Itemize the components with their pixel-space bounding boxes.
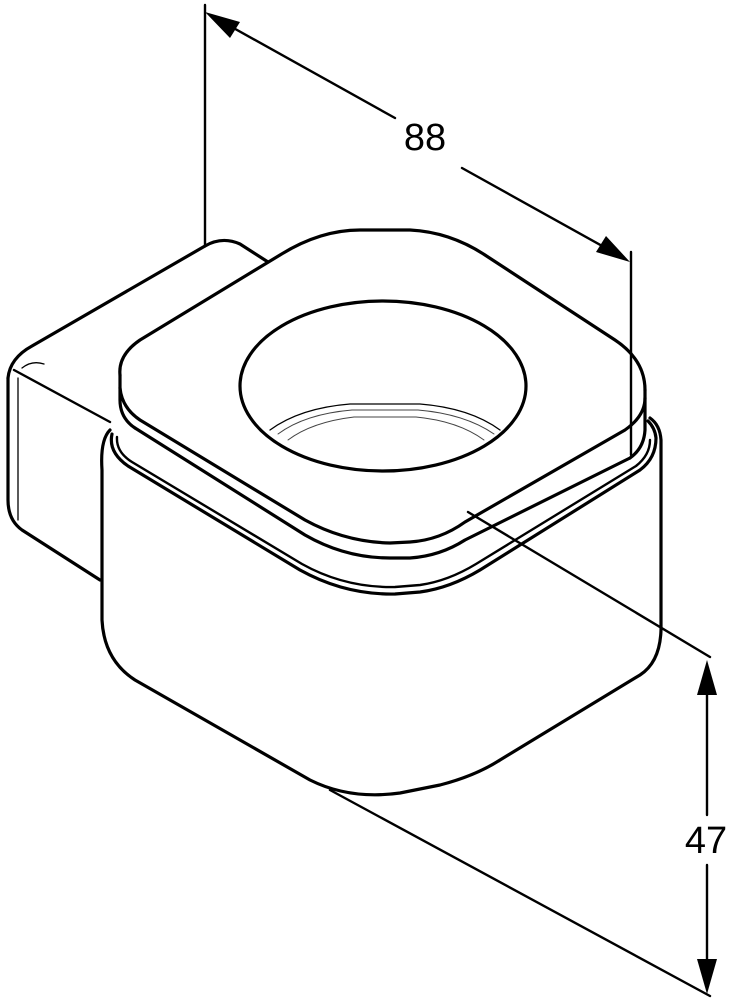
width-dimension-line-lower	[460, 166, 624, 259]
wall-bracket	[6, 238, 270, 582]
width-dimension-line-upper	[210, 14, 397, 120]
height-arrow-top	[697, 660, 717, 695]
cup-opening	[238, 299, 528, 473]
height-extension-line-bottom	[328, 788, 712, 998]
holder-body	[100, 416, 663, 797]
height-value: 47	[685, 820, 727, 862]
height-arrow-bottom	[697, 959, 717, 994]
width-arrow-left	[205, 12, 240, 38]
height-extension-line-top	[466, 510, 712, 659]
width-value: 88	[404, 117, 446, 159]
width-arrow-right	[596, 236, 630, 262]
width-dimension: 88	[203, 3, 633, 457]
height-dimension: 47	[328, 510, 727, 998]
